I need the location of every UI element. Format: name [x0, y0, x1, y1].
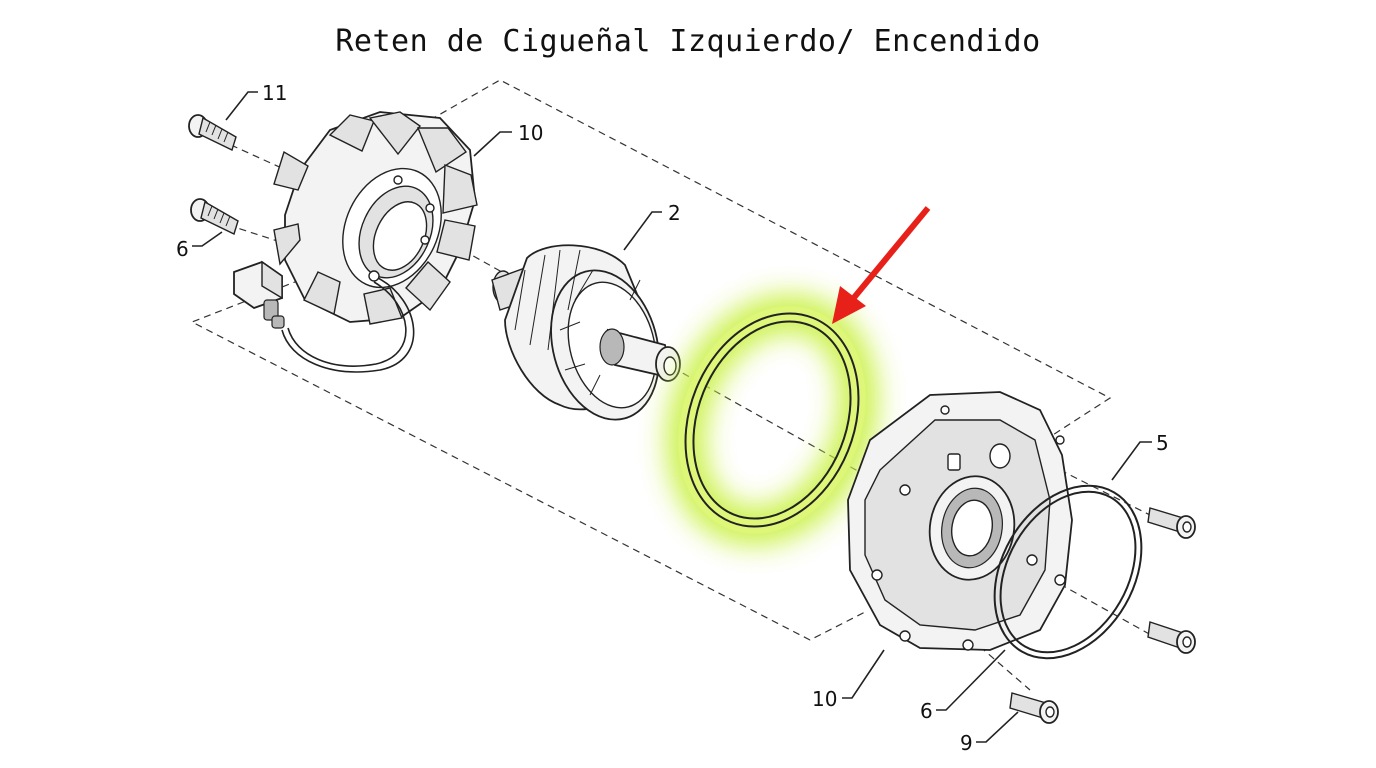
callout-10-stator: 10 [518, 121, 543, 145]
callout-11: 11 [262, 81, 287, 105]
stator-wire-connector[interactable] [233, 260, 415, 373]
crankshaft-seal-ring[interactable] [655, 287, 889, 552]
callout-labels: 11 10 6 2 5 10 6 9 [176, 81, 1169, 755]
callout-6-right: 6 [920, 699, 933, 723]
diagram-title: Reten de Cigueñal Izquierdo/ Encendido [335, 24, 1041, 59]
stator-coils [273, 111, 478, 325]
callout-6-left: 6 [176, 237, 189, 261]
bolt-9[interactable] [1009, 692, 1059, 724]
stator[interactable] [273, 111, 478, 325]
callout-leaders [192, 91, 1152, 743]
callout-2: 2 [668, 201, 681, 225]
red-arrow-indicator [832, 206, 931, 324]
bolt-11[interactable] [188, 114, 237, 151]
bolt-5-upper[interactable] [1147, 507, 1196, 539]
crankcase-cover[interactable] [847, 391, 1073, 651]
bolt-6-left[interactable] [190, 198, 239, 235]
bolt-5-lower[interactable] [1147, 621, 1196, 654]
callout-10-cover: 10 [812, 687, 837, 711]
callout-9: 9 [960, 731, 973, 755]
rotor[interactable] [491, 244, 681, 432]
cover-gasket-ring[interactable] [965, 459, 1171, 684]
callout-5: 5 [1156, 431, 1169, 455]
